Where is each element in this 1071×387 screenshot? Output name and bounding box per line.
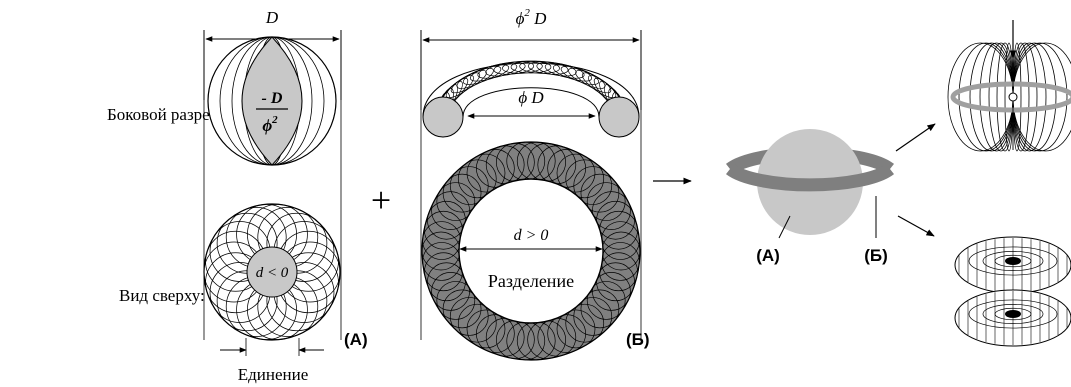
- arrow-up-right: [895, 123, 936, 152]
- marker-a-left: (А): [344, 330, 368, 349]
- torus-top-view: d > 0 Разделение: [421, 141, 641, 361]
- inner-fraction-denominator: ϕ2: [262, 114, 278, 135]
- top-view-label: Вид сверху:: [119, 286, 205, 305]
- magnetic-field-lines-figure: [947, 20, 1071, 152]
- sphere-side-section: - D ϕ2: [207, 36, 337, 166]
- d-negative-label: d < 0: [256, 265, 289, 281]
- dimension-phid-label: ϕ D: [518, 88, 544, 107]
- dimension-phi2d: ϕ2 D: [420, 7, 642, 110]
- dimension-d-label: D: [265, 8, 279, 27]
- separation-label: Разделение: [488, 271, 574, 291]
- dimension-phi2d-label: ϕ2 D: [516, 7, 548, 28]
- union-label: Единение: [238, 365, 309, 384]
- torus-side-section: ϕ D: [422, 60, 640, 138]
- arrow-down-right: [897, 215, 935, 237]
- d-positive-label: d > 0: [514, 227, 549, 244]
- plus-sign: +: [371, 180, 391, 220]
- side-section-label: Боковой разрез:: [107, 105, 221, 124]
- marker-a-right: (А): [756, 246, 780, 265]
- sphere-top-view: d < 0: [203, 203, 341, 341]
- inner-fraction-numerator: - D: [262, 90, 283, 107]
- planet-with-ring: (А) (Б): [725, 129, 895, 265]
- marker-b-left: (Б): [626, 330, 650, 349]
- marker-b-right: (Б): [864, 246, 888, 265]
- double-toroid-figure: [954, 236, 1071, 347]
